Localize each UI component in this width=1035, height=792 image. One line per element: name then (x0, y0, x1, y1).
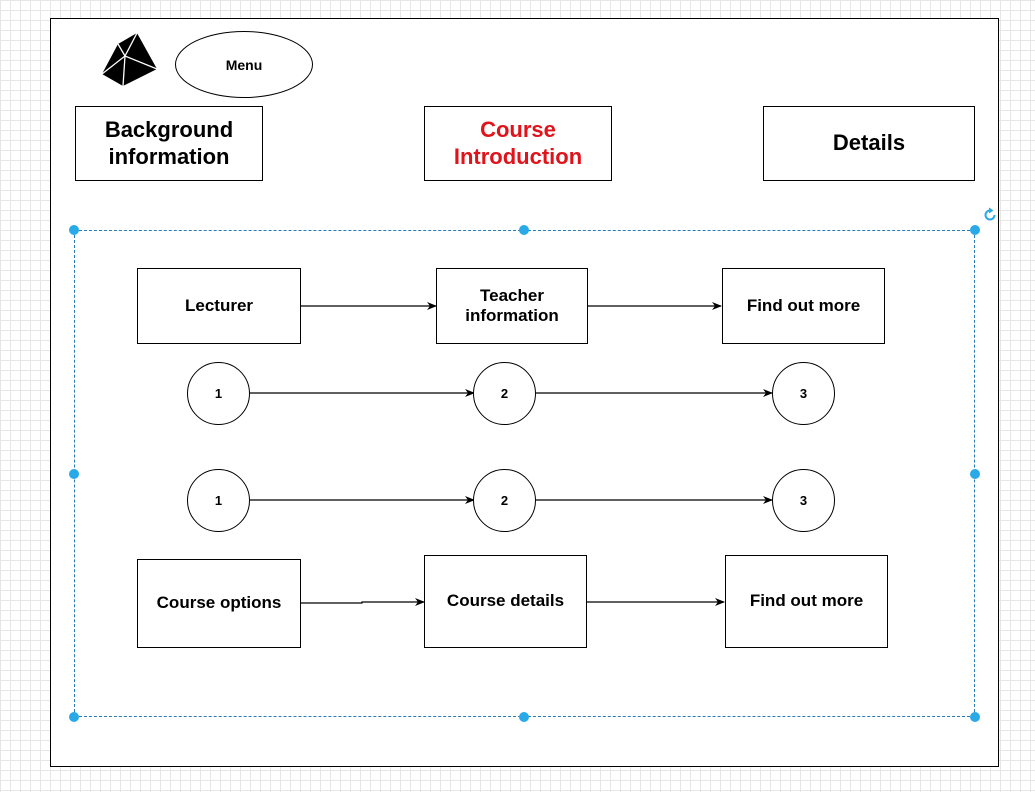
tab-background-information[interactable]: Background information (75, 106, 263, 181)
resize-handle-top-left[interactable] (69, 225, 79, 235)
step-label: 3 (799, 493, 808, 508)
menu-label: Menu (225, 56, 263, 73)
resize-handle-top[interactable] (519, 225, 529, 235)
resize-handle-left[interactable] (69, 469, 79, 479)
logo-icon (101, 32, 158, 87)
teacher-information-label: Teacher information (465, 285, 559, 325)
find-out-more-label-bottom: Find out more (749, 591, 864, 611)
resize-handle-bottom-left[interactable] (69, 712, 79, 722)
resize-handle-bottom[interactable] (519, 712, 529, 722)
step-label: 2 (500, 386, 509, 401)
find-out-more-box-bottom[interactable]: Find out more (725, 555, 888, 648)
step-label: 1 (214, 493, 223, 508)
course-details-label: Course details (446, 591, 565, 611)
step-label: 3 (799, 386, 808, 401)
course-options-label: Course options (156, 593, 282, 613)
teacher-information-box[interactable]: Teacher information (436, 268, 588, 344)
step-circle-bottom-2[interactable]: 2 (473, 469, 536, 532)
rotate-icon[interactable] (982, 207, 998, 223)
tab-course-introduction[interactable]: Course Introduction (424, 106, 612, 181)
course-options-box[interactable]: Course options (137, 559, 301, 648)
find-out-more-box-top[interactable]: Find out more (722, 268, 885, 344)
course-details-box[interactable]: Course details (424, 555, 587, 648)
tab-course-introduction-label: Course Introduction (453, 117, 583, 169)
resize-handle-right[interactable] (970, 469, 980, 479)
step-label: 1 (214, 386, 223, 401)
find-out-more-label-top: Find out more (746, 295, 861, 315)
step-circle-bottom-1[interactable]: 1 (187, 469, 250, 532)
tab-details[interactable]: Details (763, 106, 975, 181)
resize-handle-bottom-right[interactable] (970, 712, 980, 722)
arrow-options-details (300, 598, 425, 606)
step-circle-top-2[interactable]: 2 (473, 362, 536, 425)
step-circle-bottom-3[interactable]: 3 (772, 469, 835, 532)
resize-handle-top-right[interactable] (970, 225, 980, 235)
step-label: 2 (500, 493, 509, 508)
lecturer-box[interactable]: Lecturer (137, 268, 301, 344)
tab-background-label: Background information (104, 117, 234, 169)
menu-button[interactable]: Menu (175, 31, 313, 98)
lecturer-label: Lecturer (184, 295, 254, 315)
step-circle-top-1[interactable]: 1 (187, 362, 250, 425)
step-circle-top-3[interactable]: 3 (772, 362, 835, 425)
tab-details-label: Details (832, 130, 906, 156)
